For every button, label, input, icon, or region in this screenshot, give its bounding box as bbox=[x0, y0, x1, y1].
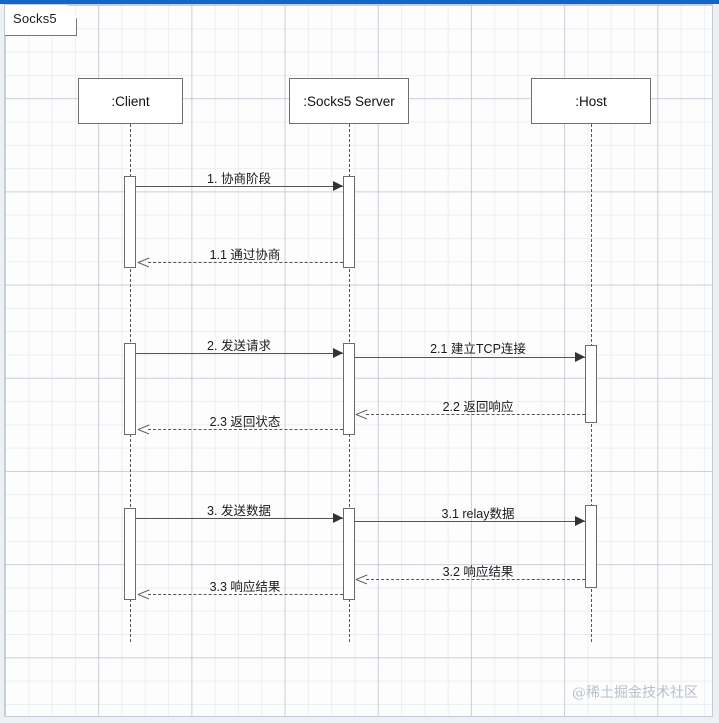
message-line-3 bbox=[136, 518, 343, 519]
diagram-frame: Socks5 :Client :Socks5 Server :Host 1. bbox=[4, 4, 713, 717]
message-label-2-3: 2.3 返回状态 bbox=[209, 415, 281, 429]
arrowhead-3-1 bbox=[575, 516, 585, 526]
activation-socks5-1[interactable] bbox=[343, 176, 355, 268]
arrowhead-1 bbox=[333, 181, 343, 191]
message-label-3-1: 3.1 relay数据 bbox=[441, 507, 515, 521]
activation-socks5-2[interactable] bbox=[343, 343, 355, 435]
message-label-3: 3. 发送数据 bbox=[207, 504, 271, 518]
activation-client-1[interactable] bbox=[124, 176, 136, 268]
message-label-3-2: 3.2 响应结果 bbox=[442, 565, 514, 579]
fragment-tab[interactable]: Socks5 bbox=[5, 5, 77, 36]
fragment-tab-label: Socks5 bbox=[13, 11, 57, 26]
actor-box-host[interactable]: :Host bbox=[531, 78, 651, 124]
window-accent-bar bbox=[0, 0, 719, 4]
activation-host-2[interactable] bbox=[585, 505, 597, 588]
arrowhead-2-1 bbox=[575, 352, 585, 362]
activation-socks5-3[interactable] bbox=[343, 508, 355, 600]
actor-label-client: :Client bbox=[111, 93, 150, 109]
message-line-1-1 bbox=[148, 262, 343, 263]
arrowhead-3-3 bbox=[138, 589, 149, 600]
actor-label-host: :Host bbox=[575, 93, 607, 109]
message-line-2 bbox=[136, 353, 343, 354]
message-label-1: 1. 协商阶段 bbox=[207, 172, 271, 186]
message-line-3-3 bbox=[148, 594, 343, 595]
message-label-2-1: 2.1 建立TCP连接 bbox=[430, 342, 526, 356]
message-label-2-2: 2.2 返回响应 bbox=[442, 400, 514, 414]
arrowhead-2-3 bbox=[138, 424, 149, 435]
arrowhead-2 bbox=[333, 348, 343, 358]
watermark: @稀土掘金技术社区 bbox=[572, 685, 698, 701]
arrowhead-3 bbox=[333, 513, 343, 523]
message-label-3-3: 3.3 响应结果 bbox=[209, 580, 281, 594]
message-line-2-1 bbox=[355, 357, 585, 358]
actor-box-client[interactable]: :Client bbox=[78, 78, 183, 124]
message-label-1-1: 1.1 通过协商 bbox=[209, 248, 281, 262]
arrowhead-2-2 bbox=[356, 409, 367, 420]
actor-label-socks5-server: :Socks5 Server bbox=[303, 93, 395, 109]
message-line-2-3 bbox=[148, 429, 343, 430]
message-line-3-2 bbox=[366, 579, 585, 580]
arrowhead-1-1 bbox=[138, 257, 149, 268]
message-line-3-1 bbox=[355, 521, 585, 522]
message-line-1 bbox=[136, 186, 343, 187]
activation-host-1[interactable] bbox=[585, 345, 597, 423]
arrowhead-3-2 bbox=[356, 574, 367, 585]
message-label-2: 2. 发送请求 bbox=[207, 339, 271, 353]
message-line-2-2 bbox=[366, 414, 585, 415]
actor-box-socks5-server[interactable]: :Socks5 Server bbox=[289, 78, 409, 124]
activation-client-3[interactable] bbox=[124, 508, 136, 600]
activation-client-2[interactable] bbox=[124, 343, 136, 435]
